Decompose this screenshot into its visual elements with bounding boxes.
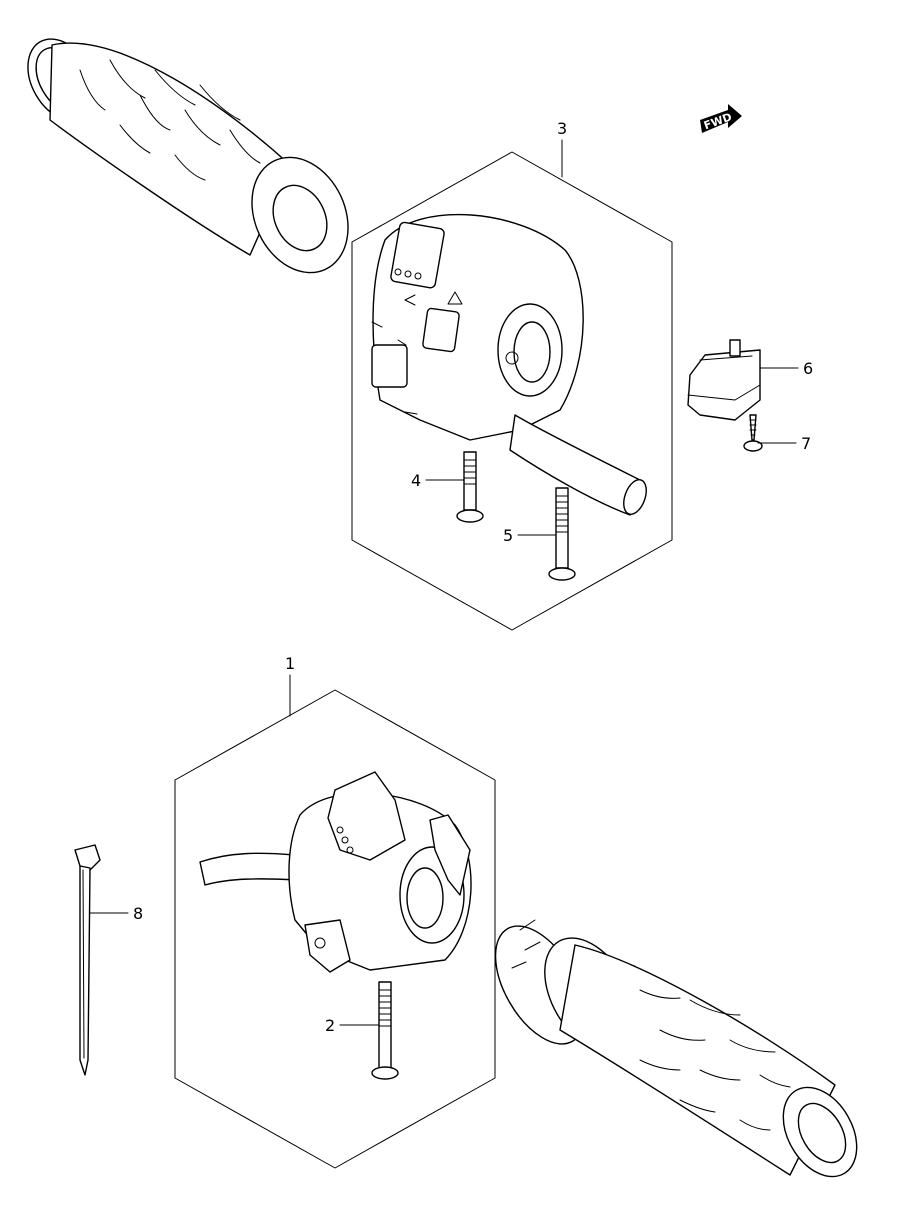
callout-2: 2 <box>325 1016 335 1035</box>
screw-2 <box>371 981 399 1080</box>
left-grip <box>27 38 349 274</box>
screw-5 <box>548 487 576 581</box>
callout-8: 8 <box>133 904 143 923</box>
callout-6: 6 <box>803 359 813 378</box>
right-handlebar-switch <box>371 213 647 516</box>
leader-lines <box>89 139 799 1026</box>
right-throttle-grip <box>494 919 858 1178</box>
assembly-3-frame <box>351 151 673 631</box>
screw-7 <box>743 414 763 452</box>
left-handlebar-switch <box>199 771 472 973</box>
callout-3: 3 <box>557 119 567 138</box>
screw-4 <box>456 451 484 523</box>
assembly-1-frame <box>174 689 496 1169</box>
fwd-label: FWD <box>702 110 733 132</box>
fwd-arrow-icon: FWD <box>700 104 742 133</box>
callout-1: 1 <box>285 654 295 673</box>
callout-4: 4 <box>411 471 421 490</box>
cable-tie-8 <box>74 844 101 1076</box>
callout-5: 5 <box>503 526 513 545</box>
callout-7: 7 <box>801 434 811 453</box>
connector-6 <box>687 339 761 421</box>
